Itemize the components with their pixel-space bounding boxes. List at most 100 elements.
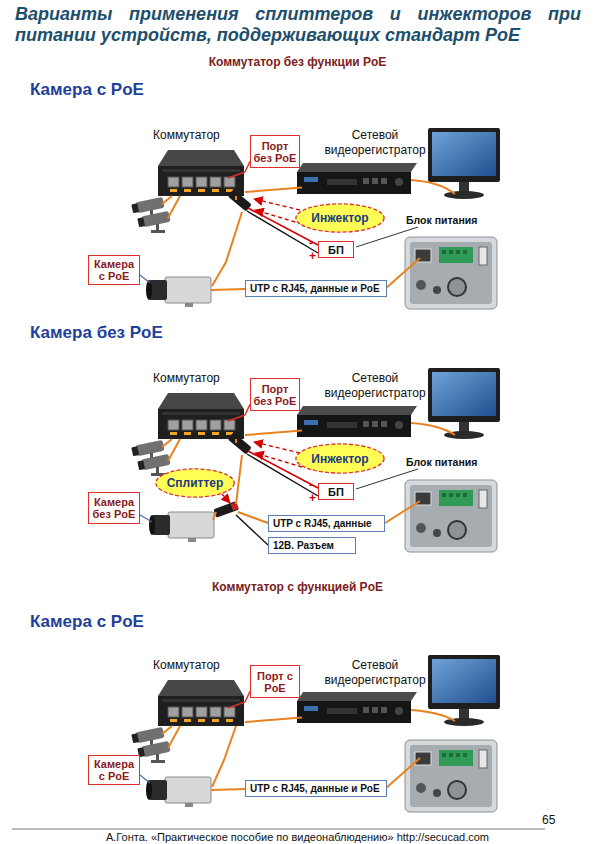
node-text: Инжектор bbox=[311, 211, 368, 225]
node-text: Камера с PoE bbox=[90, 758, 138, 782]
cable-caption-box: UTP с RJ45, данные и PoE bbox=[245, 280, 387, 297]
callout-ellipse: Инжектор bbox=[295, 203, 385, 233]
switch-device bbox=[158, 150, 244, 196]
callout-ellipse: Инжектор bbox=[295, 443, 385, 474]
node-text: 12В. Разъем bbox=[273, 538, 355, 553]
nvr-device bbox=[297, 692, 417, 723]
pointer-arrow bbox=[254, 442, 300, 453]
node-text: Порт с PoE bbox=[252, 670, 298, 694]
node-text: Коммутатор bbox=[150, 128, 245, 142]
cable-line bbox=[245, 188, 302, 193]
ellipse-shape bbox=[296, 444, 384, 473]
subsection-heading: Камера с PoE bbox=[30, 80, 250, 100]
ellipse-shape bbox=[296, 204, 384, 232]
pointer-arrow bbox=[254, 199, 300, 210]
cable bbox=[235, 196, 237, 200]
nvr-device bbox=[297, 406, 417, 437]
node-text: Порт без PoE bbox=[252, 140, 298, 164]
power-box: БП bbox=[318, 483, 354, 500]
part-label: Блок питания bbox=[406, 214, 501, 227]
orange-cables bbox=[162, 180, 455, 290]
node-text: UTP с RJ45, данные bbox=[273, 516, 384, 531]
cable-caption-box: 12В. Разъем bbox=[268, 537, 356, 554]
cable bbox=[211, 789, 245, 790]
monitor bbox=[428, 128, 500, 199]
node-text: Коммутатор bbox=[150, 658, 245, 672]
cable bbox=[213, 512, 216, 520]
section-heading: Коммутатор без функции PoE bbox=[0, 55, 595, 69]
leader-line bbox=[140, 515, 152, 522]
cable bbox=[235, 439, 237, 443]
power-box: БП bbox=[318, 241, 354, 258]
part-label: Блок питания bbox=[406, 456, 501, 469]
leader-line bbox=[228, 415, 245, 421]
callout-ellipse: Сплиттер bbox=[155, 468, 235, 498]
camera-back-panel bbox=[405, 237, 497, 309]
node-text: Сетевой видеорегистратор bbox=[318, 128, 432, 158]
box-camera bbox=[149, 512, 214, 542]
ellipse-shape bbox=[156, 469, 234, 497]
page-number: 65 bbox=[542, 814, 566, 827]
cable bbox=[411, 423, 455, 435]
node-text: Порт без PoE bbox=[252, 383, 298, 407]
box-camera bbox=[146, 777, 211, 807]
device-node: Сетевой видеорегистратор bbox=[302, 658, 432, 728]
page-title: Варианты применения сплиттеров и инжекто… bbox=[15, 4, 581, 46]
device-node: Сетевой видеорегистратор bbox=[302, 371, 432, 441]
node-text: Камера без PoE bbox=[90, 496, 138, 520]
box-camera bbox=[146, 277, 211, 307]
footer-rule bbox=[12, 829, 545, 830]
polarity-sign: + bbox=[309, 250, 318, 262]
cable bbox=[411, 710, 455, 721]
bullet-camera bbox=[137, 211, 171, 233]
cable-line bbox=[245, 718, 302, 723]
cable-caption-box: UTP с RJ45, данные bbox=[268, 515, 385, 532]
device-node: Сетевой видеорегистратор bbox=[302, 128, 432, 198]
cable bbox=[411, 180, 455, 194]
section-heading: Коммутатор с функцией PoE bbox=[0, 580, 595, 594]
node-text: Коммутатор bbox=[150, 371, 245, 385]
camera-back-panel bbox=[405, 480, 497, 552]
orange-cables bbox=[162, 710, 455, 790]
cable bbox=[385, 758, 420, 789]
node-text: Сетевой видеорегистратор bbox=[318, 658, 432, 688]
cable bbox=[385, 258, 420, 289]
polarity-sign: - bbox=[309, 479, 318, 491]
power-wire bbox=[236, 515, 268, 545]
leader-line bbox=[140, 275, 150, 283]
cable-line bbox=[245, 431, 302, 436]
nvr-device bbox=[297, 163, 417, 194]
leader-line bbox=[356, 227, 418, 247]
callout-box: Камера с PoE bbox=[88, 255, 140, 285]
node-text: Инжектор bbox=[311, 452, 368, 466]
callout-box: Порт без PoE bbox=[250, 378, 300, 411]
cable bbox=[385, 501, 420, 523]
device-node: Коммутатор bbox=[150, 371, 245, 451]
pointer-arrow bbox=[255, 210, 302, 224]
cable bbox=[236, 455, 242, 504]
cable bbox=[162, 439, 172, 447]
polarity-sign: - bbox=[309, 237, 318, 249]
leader-line bbox=[228, 172, 245, 178]
switch-device bbox=[158, 680, 244, 726]
node-text: UTP с RJ45, данные и PoE bbox=[250, 781, 386, 796]
subsection-heading: Камера с PoE bbox=[30, 612, 250, 632]
node-text: UTP с RJ45, данные и PoE bbox=[250, 281, 386, 296]
cable bbox=[212, 212, 242, 286]
camera-back-panel bbox=[405, 740, 497, 812]
cable bbox=[162, 726, 172, 734]
node-text: Камера с PoE bbox=[90, 258, 138, 282]
callout-box: Камера с PoE bbox=[88, 755, 140, 785]
node-text: Сетевой видеорегистратор bbox=[318, 371, 432, 401]
cable bbox=[162, 196, 172, 204]
cable bbox=[212, 726, 236, 787]
bullet-camera bbox=[137, 741, 171, 763]
device-node: Коммутатор bbox=[150, 128, 245, 208]
pointer-arrow bbox=[222, 494, 230, 503]
subsection-heading: Камера без PoE bbox=[30, 323, 250, 343]
callout-box: Порт без PoE bbox=[250, 135, 300, 168]
pointer-arrow bbox=[255, 453, 302, 467]
